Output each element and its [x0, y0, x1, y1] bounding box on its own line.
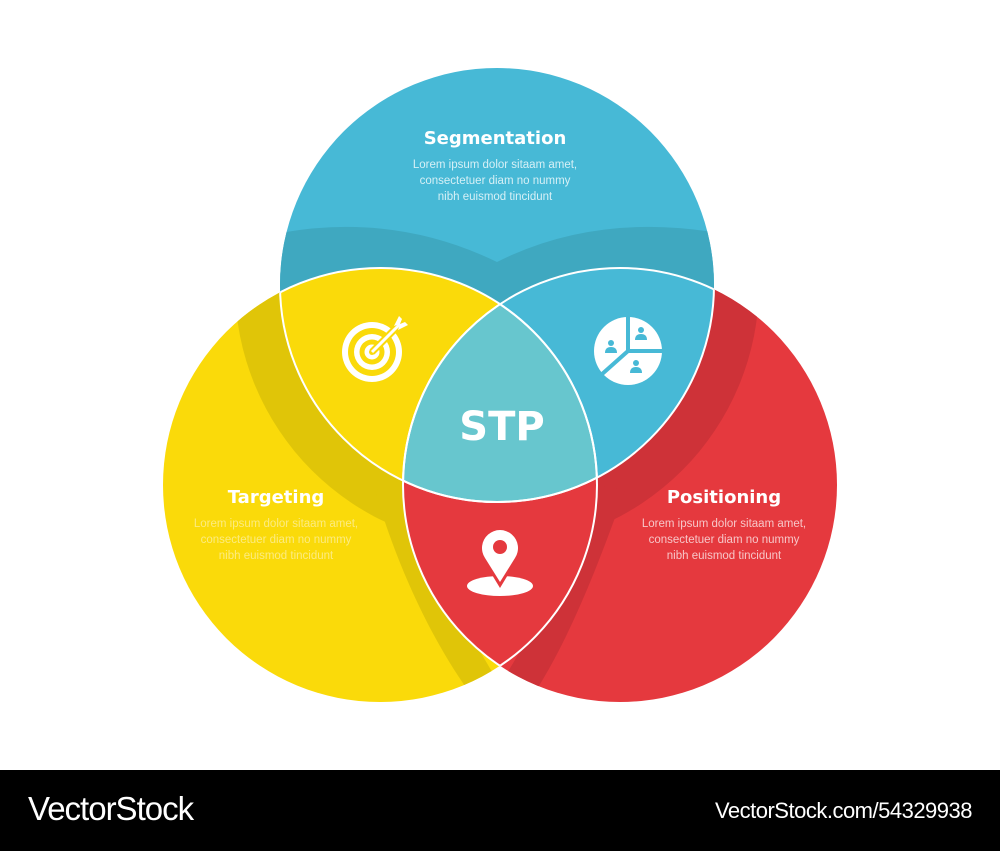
targeting-desc-line-3: nibh euismod tincidunt: [219, 550, 334, 562]
segmentation-desc-line-3: nibh euismod tincidunt: [438, 191, 553, 203]
segmentation-desc-line-2: consectetuer diam no nummy: [420, 175, 571, 187]
brand-logo-text: VectorStock: [28, 790, 194, 827]
image-id-link: VectorStock.com/54329938: [714, 798, 973, 823]
stp-center-region: [403, 268, 597, 502]
segmentation-desc-line-1: Lorem ipsum dolor sitaam amet,: [413, 159, 577, 171]
positioning-desc-line-1: Lorem ipsum dolor sitaam amet,: [642, 518, 806, 530]
positioning-desc-line-2: consectetuer diam no nummy: [649, 534, 800, 546]
targeting-desc-line-1: Lorem ipsum dolor sitaam amet,: [194, 518, 358, 530]
targeting-title: Targeting: [228, 487, 325, 508]
targeting-text-block: Targeting Lorem ipsum dolor sitaam amet,…: [194, 487, 358, 562]
targeting-desc-line-2: consectetuer diam no nummy: [201, 534, 352, 546]
watermark-footer: VectorStock VectorStock.com/54329938: [0, 770, 1000, 851]
stp-center-label: STP: [459, 404, 544, 450]
positioning-desc-line-3: nibh euismod tincidunt: [667, 550, 782, 562]
positioning-title: Positioning: [667, 487, 781, 508]
map-pin-icon: [467, 529, 533, 596]
positioning-text-block: Positioning Lorem ipsum dolor sitaam ame…: [642, 487, 806, 562]
segmentation-title: Segmentation: [424, 128, 567, 149]
target-arrow-icon: [342, 316, 408, 382]
segmentation-text-block: Segmentation Lorem ipsum dolor sitaam am…: [413, 128, 577, 203]
pie-chart-people-icon: [594, 315, 664, 385]
stp-venn-diagram: STP Segmentation Lorem ipsum dolor sitaa…: [163, 68, 837, 702]
